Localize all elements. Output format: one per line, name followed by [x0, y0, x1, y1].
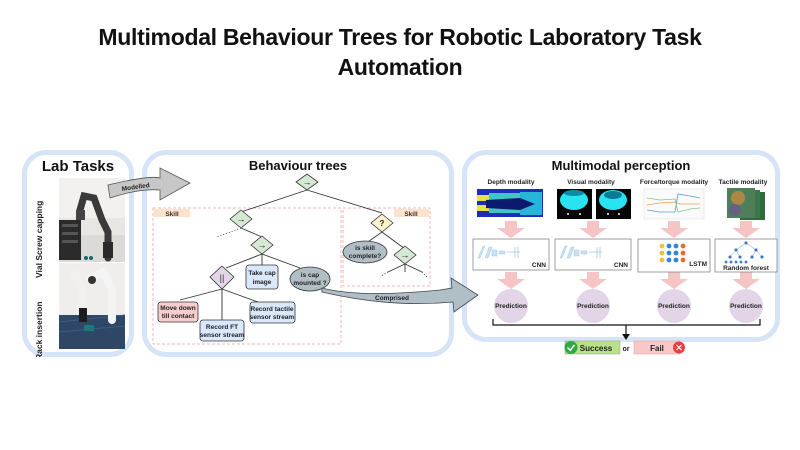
title-line-2: Automation	[337, 54, 463, 80]
skill-box-left: Skill	[152, 207, 342, 345]
modality-label-depth: Depth modality	[488, 179, 535, 186]
skill-box-right: Skill	[342, 207, 431, 287]
page-title: Multimodal Behaviour Trees for Robotic L…	[0, 22, 800, 82]
inner-sequence-icon: →	[258, 240, 267, 250]
success-label: Success	[580, 344, 613, 353]
move-down-action[interactable]: Move down till contact	[157, 301, 199, 323]
prediction-force: Prediction	[657, 289, 691, 323]
model-label-depth: CNN	[532, 262, 546, 269]
fail-label: Fail	[650, 344, 664, 353]
modality-label-tactile: Tactile modality	[719, 179, 768, 186]
prediction-tactile: Prediction	[729, 289, 763, 323]
move-down-line-1: Move down	[160, 305, 195, 312]
behaviour-trees-panel: Behaviour trees	[142, 150, 454, 357]
skill-label-right: Skill	[404, 211, 418, 218]
fail-badge: Fail	[633, 340, 685, 355]
record-ft-line-1: Record FT	[206, 324, 238, 331]
lab-tasks-heading: Lab Tasks	[41, 158, 115, 175]
take-cap-image-action[interactable]: Take cap image	[245, 264, 279, 290]
multimodal-perception-heading: Multimodal perception	[551, 158, 691, 173]
modality-label-visual: Visual modality	[567, 179, 615, 186]
photo-label-vial-screw-capping: Vial Screw capping	[34, 201, 44, 278]
aggregation-bracket	[492, 319, 761, 336]
success-badge: Success	[564, 340, 621, 355]
take-cap-image-line-2: image	[253, 279, 272, 286]
lab-tasks-panel: Lab Tasks Vial Screw capping Rack insert…	[22, 150, 134, 357]
is-cap-mounted-line-1: is cap	[301, 272, 319, 279]
force-torque-modality-image	[643, 188, 705, 220]
prediction-visual: Prediction	[576, 289, 610, 323]
fallback-node[interactable]: ?	[370, 213, 394, 233]
model-label-tactile: Random forest	[723, 265, 770, 272]
inner-sequence-node[interactable]: →	[250, 235, 274, 255]
depth-modality-image	[477, 189, 543, 217]
take-cap-image-line-1: Take cap	[248, 270, 275, 277]
is-skill-complete-condition[interactable]: is skill complete?	[342, 240, 388, 264]
root-sequence-node[interactable]: →	[295, 173, 319, 191]
is-cap-mounted-line-2: mounted ?	[293, 280, 326, 287]
skill-sequence-icon: →	[237, 214, 246, 224]
visual-modality-image-1	[557, 189, 592, 219]
lab-task-photos: Vial Screw capping Rack insertion	[34, 178, 126, 357]
flow-arrows	[497, 221, 760, 289]
record-tactile-action[interactable]: Record tactile sensor stream	[249, 301, 296, 324]
skill-label-left: Skill	[165, 211, 179, 218]
tree-edges	[179, 189, 429, 320]
fallback-icon: ?	[380, 219, 385, 228]
comprised-label: Comprised	[375, 295, 409, 302]
is-skill-complete-line-2: complete?	[349, 253, 382, 260]
is-skill-complete-line-1: is skill	[355, 245, 375, 252]
photo-label-rack-insertion: Rack insertion	[34, 301, 44, 357]
modelled-arrow: Modelled	[107, 167, 191, 201]
model-label-force: LSTM	[689, 261, 707, 268]
model-box-force-lstm: LSTM	[637, 238, 711, 273]
model-label-visual: CNN	[614, 262, 628, 269]
modality-label-force-torque: Force/torque modality	[640, 179, 709, 186]
model-box-depth-cnn: CNN	[472, 238, 550, 271]
photo-vial-screw-capping	[59, 178, 125, 262]
perception-columns: Depth modality Visual modality Force/tor…	[472, 179, 778, 323]
right-sequence-node[interactable]: →	[393, 245, 417, 265]
right-sequence-icon: →	[401, 250, 410, 260]
record-ft-action[interactable]: Record FT sensor stream	[199, 319, 245, 342]
modelled-label: Modelled	[121, 182, 150, 193]
photo-rack-insertion	[58, 263, 126, 349]
move-down-line-2: till contact	[162, 313, 195, 320]
visual-modality-image-2	[596, 189, 631, 219]
behaviour-trees-heading: Behaviour trees	[248, 158, 348, 173]
prediction-label-depth: Prediction	[495, 303, 527, 310]
record-tactile-line-2: sensor stream	[250, 314, 295, 321]
model-box-visual-cnn: CNN	[554, 238, 632, 271]
title-line-1: Multimodal Behaviour Trees for Robotic L…	[98, 24, 702, 50]
prediction-label-visual: Prediction	[577, 303, 609, 310]
root-sequence-icon: →	[303, 177, 312, 187]
is-cap-mounted-condition[interactable]: is cap mounted ?	[289, 266, 331, 292]
prediction-label-force: Prediction	[658, 303, 690, 310]
skill-sequence-node[interactable]: →	[229, 209, 253, 229]
comprised-arrow: Comprised	[321, 277, 479, 313]
tactile-modality-image	[727, 188, 765, 220]
record-ft-line-2: sensor stream	[200, 332, 245, 339]
aggregation-arrow-head	[622, 334, 630, 340]
prediction-label-tactile: Prediction	[730, 303, 762, 310]
parallel-icon: ||	[220, 273, 225, 283]
parallel-node[interactable]: ||	[209, 265, 235, 290]
model-box-tactile-random-forest: Random forest	[714, 238, 778, 273]
or-label: or	[623, 346, 630, 353]
prediction-depth: Prediction	[494, 289, 528, 323]
record-tactile-line-1: Record tactile	[251, 306, 294, 313]
